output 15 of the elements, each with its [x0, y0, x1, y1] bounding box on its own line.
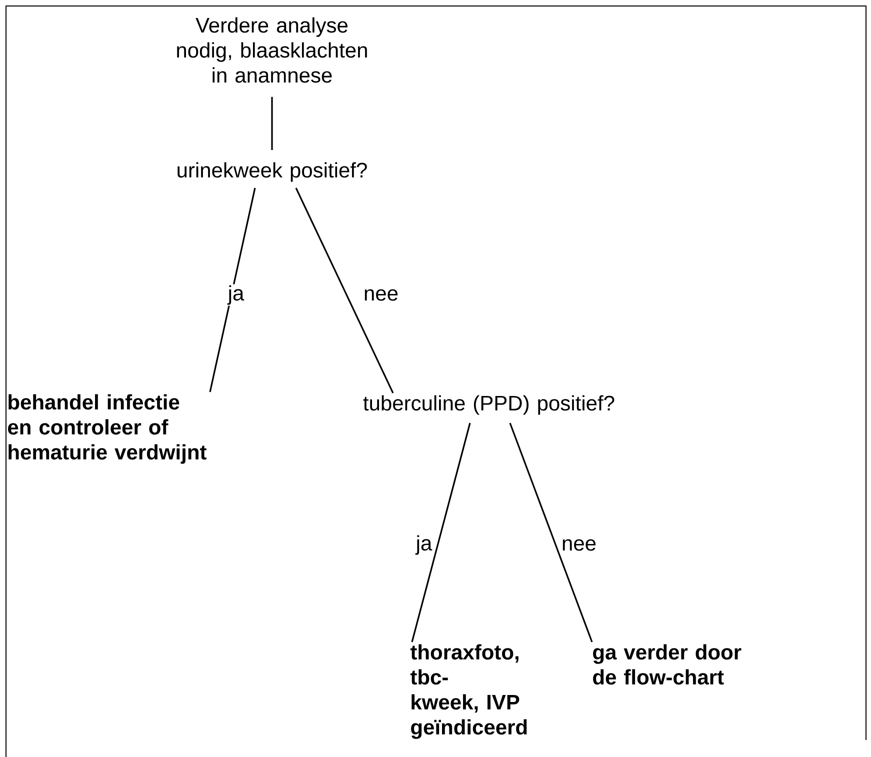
connector-line — [271, 96, 273, 150]
decision-text: urinekweek positief? — [178, 162, 367, 182]
decision-text: tuberculine (PPD) positief? — [363, 395, 614, 415]
connector-line — [411, 422, 471, 642]
connector-line — [209, 188, 256, 392]
outcome-text: thoraxfoto, tbc-kweek, IVP geïndiceerd — [410, 644, 527, 739]
outcome-text: ga verder door de flow-chart — [593, 644, 742, 685]
edge-label: nee — [362, 288, 400, 302]
connector-line — [295, 188, 394, 394]
edge-label: ja — [226, 284, 246, 306]
edge-label: ja — [414, 534, 434, 556]
edge-label: nee — [560, 538, 598, 552]
connector-line — [509, 422, 593, 642]
start-text: Verdere analyse nodig, blaasklachten in anamnese — [177, 17, 367, 83]
outcome-text: behandel infectie en controleer of hematurie verdwijnt — [8, 394, 206, 464]
